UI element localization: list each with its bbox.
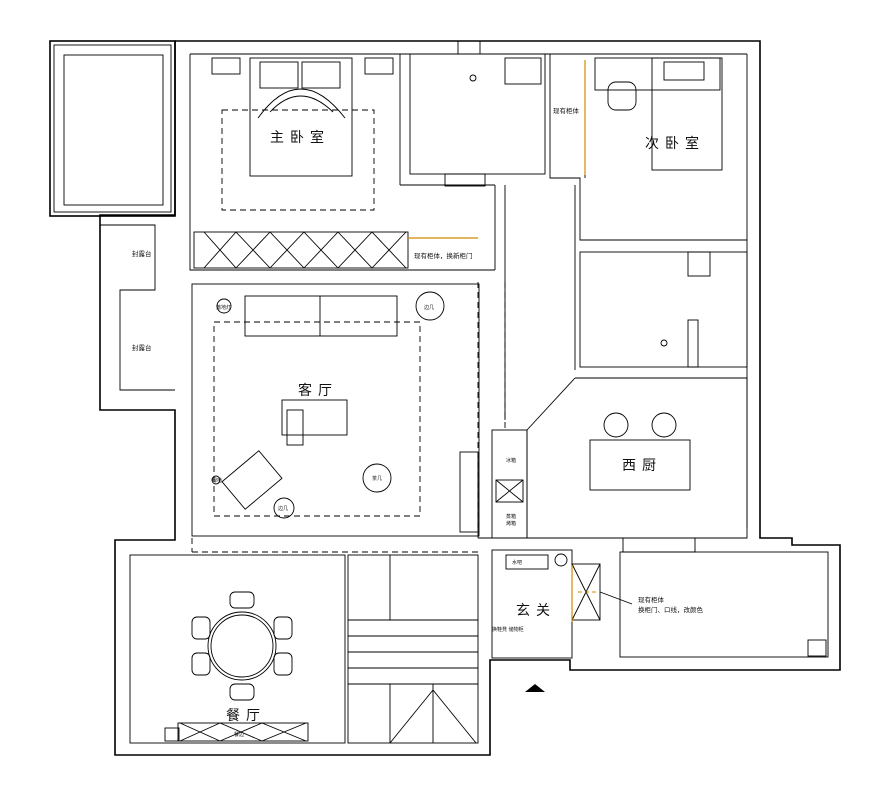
plant-icon <box>211 475 221 485</box>
entry-arrow-icon <box>525 684 545 692</box>
dining-chairs <box>191 591 293 701</box>
bottom-right-room <box>619 537 829 658</box>
label-console: 餐边 <box>234 731 244 738</box>
sideboard-icon <box>177 722 309 742</box>
side-table-icon <box>362 463 392 493</box>
floor-drain-icon <box>469 74 477 82</box>
note-master-wardrobe: 现有柜体，换新柜门 <box>414 251 473 260</box>
enclosed-balconies: 封露台 封露台 <box>100 224 175 391</box>
note-existing-cabinet: 现有柜体 <box>553 106 580 115</box>
entrance: 玄关 现有柜体 换柜门、口线，改颜色 水吧 换鞋凳 储物柜 <box>491 549 704 692</box>
room-label-balcony-top: 封露台 <box>132 249 152 258</box>
room-label-western-kitchen: 西厨 <box>622 458 662 474</box>
floor-drain-icon <box>660 339 668 347</box>
western-kitchen: 西厨 冰箱 蒸箱 烤箱 <box>478 377 748 539</box>
room-label-balcony-bottom: 封露台 <box>132 343 152 352</box>
round-table-icon <box>207 611 277 681</box>
room-label-master-bedroom: 主卧室 <box>270 129 330 146</box>
label-shoe-bench: 换鞋凳 储物柜 <box>492 626 524 633</box>
floor-lamp-icon <box>216 298 232 314</box>
staircase <box>347 554 479 744</box>
tv-cabinet-icon <box>459 451 479 533</box>
label-plant: 绿植 <box>212 477 222 484</box>
kitchen-cabinet-icon <box>491 429 528 539</box>
second-bedroom: 现有柜体 次卧室 <box>549 54 747 241</box>
nightstand-icon <box>211 57 241 75</box>
label-oven: 烤箱 <box>506 520 516 527</box>
note-entrance-cabinet-title: 现有柜体 <box>638 595 665 604</box>
armchair-icon <box>221 450 283 510</box>
side-table-icon <box>415 291 445 321</box>
label-side-table-2: 边几 <box>278 505 288 512</box>
room-label-entrance: 玄关 <box>516 602 556 619</box>
master-bedroom: 主卧室 现有柜体，换新柜门 <box>189 54 496 271</box>
side-table-icon <box>273 497 295 519</box>
outer-walls <box>49 40 841 756</box>
coffee-table-icon <box>281 399 348 436</box>
single-bed-icon <box>651 57 723 171</box>
label-steam-oven: 蒸箱 <box>506 513 516 520</box>
living-room: 客厅 落地灯 边几 茶几 边几 绿植 <box>191 283 480 537</box>
sofa-icon <box>244 295 398 337</box>
room-label-dining-room: 餐厅 <box>226 708 266 724</box>
stool-icon <box>603 412 629 438</box>
label-side-table-1: 边几 <box>424 304 434 311</box>
stool-icon <box>651 412 677 438</box>
label-floor-lamp: 落地灯 <box>216 304 231 311</box>
label-tea-table: 茶几 <box>372 475 382 482</box>
note-entrance-cabinet-detail: 换柜门、口线，改颜色 <box>638 605 704 614</box>
island-icon <box>589 439 691 491</box>
label-fridge: 冰箱 <box>506 457 516 464</box>
room-label-second-bedroom: 次卧室 <box>645 135 705 152</box>
toilet-icon <box>504 57 542 85</box>
corridor <box>477 185 576 540</box>
dining-room: 餐厅 餐边 <box>129 538 478 744</box>
bed-icon <box>249 57 353 177</box>
label-wash-basin: 水吧 <box>512 559 522 566</box>
bathroom-top <box>409 40 546 187</box>
room-label-living-room: 客厅 <box>298 382 338 399</box>
wardrobe-icon <box>193 231 409 269</box>
bathroom-right <box>579 251 748 368</box>
chair-icon <box>607 81 637 111</box>
nightstand-icon <box>364 57 394 75</box>
